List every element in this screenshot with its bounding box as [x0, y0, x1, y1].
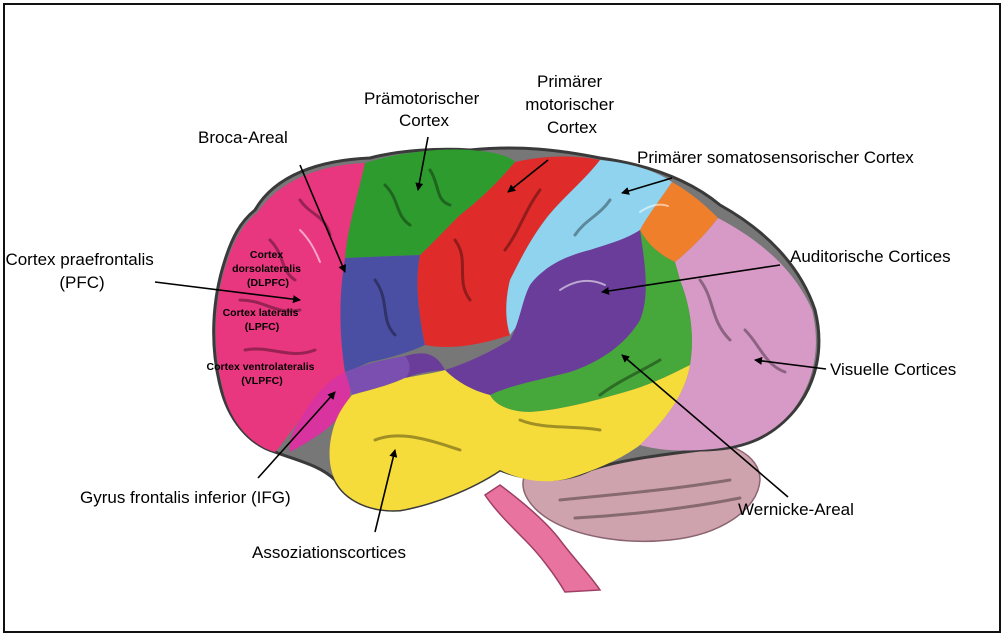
label-primaer-motor: Primärer motorischer Cortex: [525, 72, 619, 137]
label-pfc: Cortex praefrontalis (PFC): [5, 250, 158, 292]
label-ifg: Gyrus frontalis inferior (IFG): [80, 488, 291, 507]
label-broca: Broca-Areal: [198, 128, 288, 147]
label-wernicke: Wernicke-Areal: [738, 500, 854, 519]
label-visuell: Visuelle Cortices: [830, 360, 956, 379]
label-auditorisch: Auditorische Cortices: [790, 247, 951, 266]
label-somatosensorisch: Primärer somatosensorischer Cortex: [637, 148, 914, 167]
label-praemotor: Prämotorischer Cortex: [364, 89, 484, 130]
label-assoziation: Assoziationscortices: [252, 543, 406, 562]
